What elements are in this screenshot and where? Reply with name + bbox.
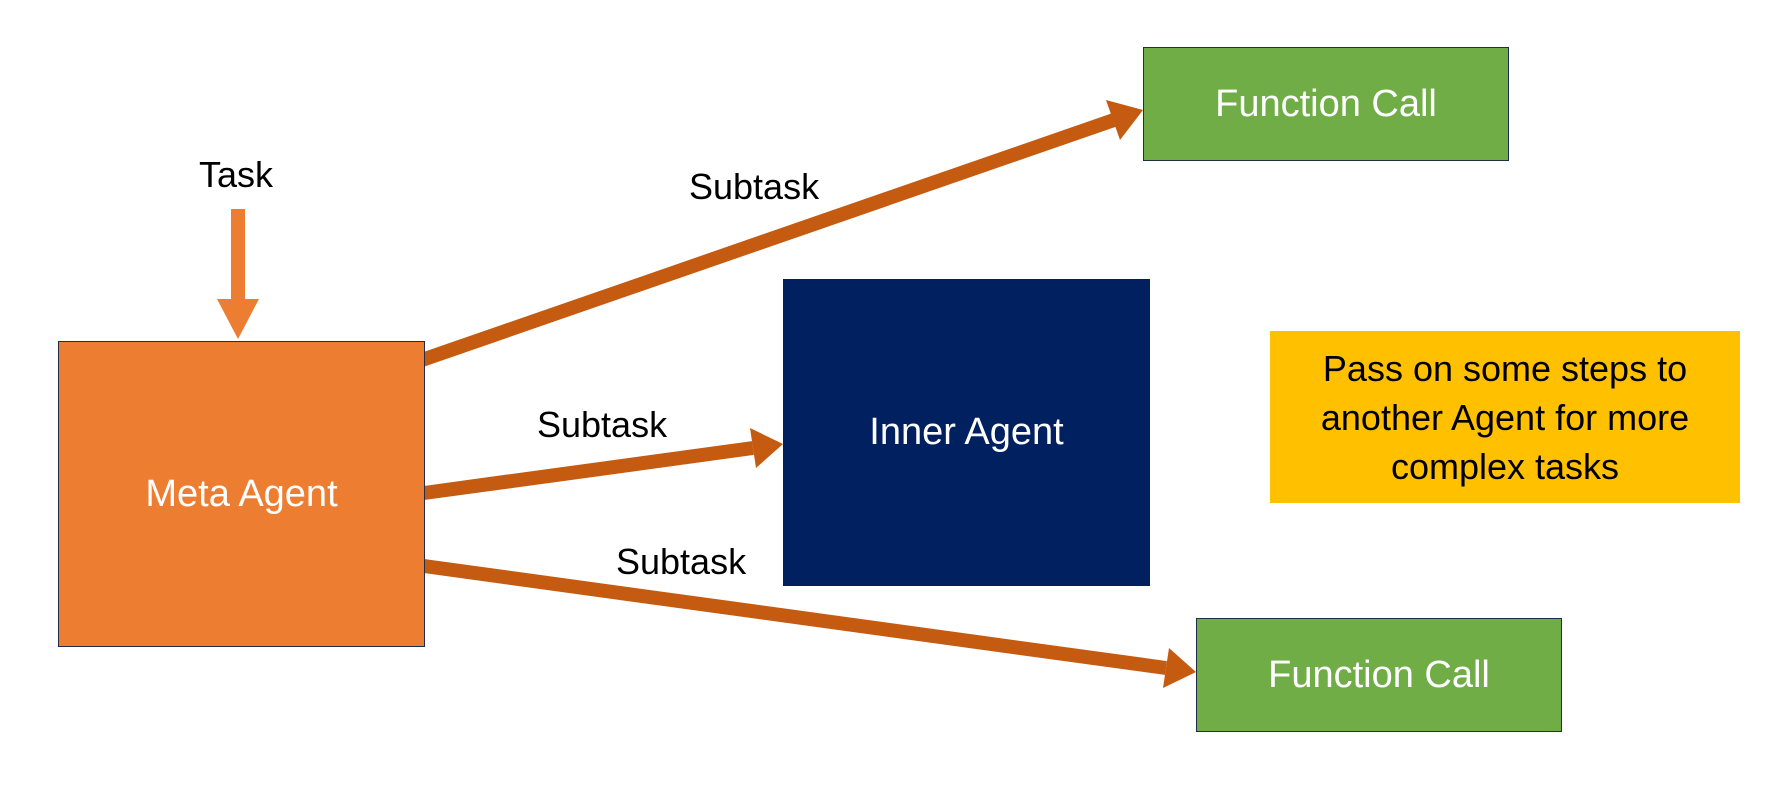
subtask-label-middle: Subtask	[537, 404, 668, 445]
note-box: Pass on some steps to another Agent for …	[1270, 331, 1740, 503]
subtask-label-bottom: Subtask	[616, 541, 747, 582]
meta-agent-label: Meta Agent	[145, 472, 338, 515]
subtask-arrow-mid-head	[750, 428, 783, 468]
meta-agent-node: Meta Agent	[58, 341, 425, 647]
note-text: Pass on some steps to another Agent for …	[1320, 347, 1690, 487]
subtask-arrow-bottom-shaft	[423, 559, 1167, 675]
function-call-label-top: Function Call	[1215, 82, 1437, 125]
function-call-label-bottom: Function Call	[1268, 653, 1490, 696]
inner-agent-label: Inner Agent	[869, 411, 1064, 453]
subtask-arrow-top-shaft	[416, 113, 1117, 368]
subtask-arrow-bottom-head	[1163, 648, 1196, 688]
function-call-node-top: Function Call	[1143, 47, 1509, 161]
function-call-node-bottom: Function Call	[1196, 618, 1562, 732]
subtask-arrow-mid-shaft	[423, 441, 754, 500]
inner-agent-node: Inner Agent	[783, 279, 1150, 586]
subtask-arrow-top-head	[1106, 100, 1143, 140]
task-label: Task	[199, 154, 274, 195]
subtask-label-top: Subtask	[689, 166, 820, 207]
task-arrow-head	[217, 299, 259, 339]
